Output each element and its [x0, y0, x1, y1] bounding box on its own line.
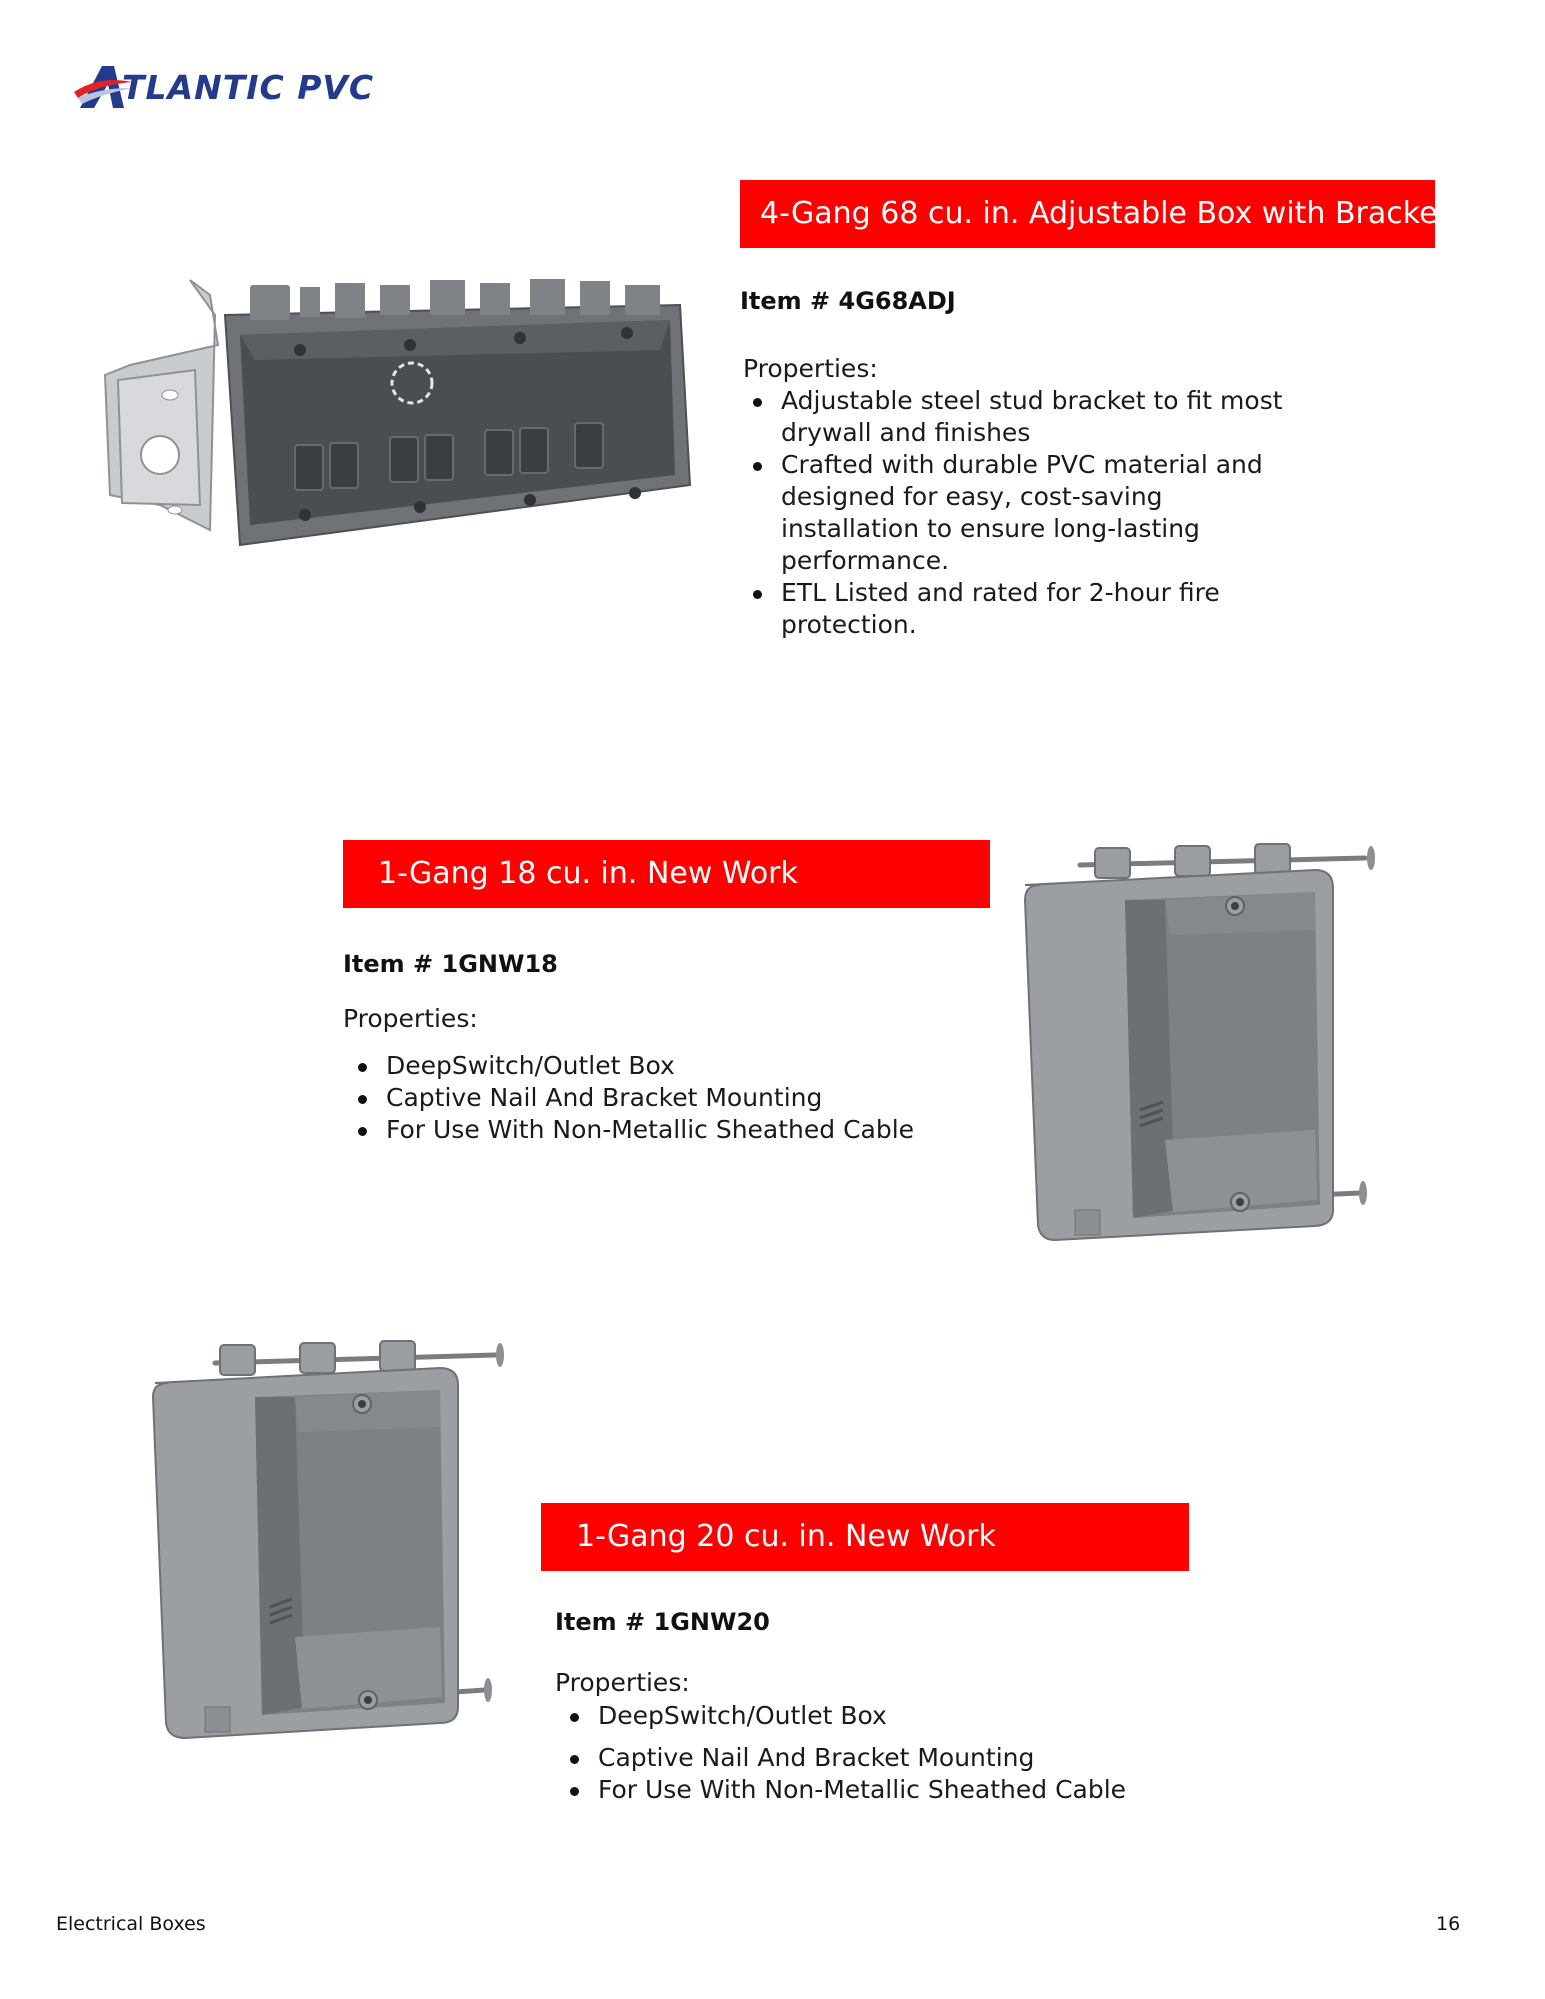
properties-label: Properties: [343, 1004, 478, 1033]
property-item: Adjustable steel stud bracket to fit mos… [743, 385, 1283, 449]
property-item: For Use With Non-Metallic Sheathed Cable [348, 1114, 948, 1146]
property-item: Captive Nail And Bracket Mounting [348, 1082, 948, 1114]
property-item: Captive Nail And Bracket Mounting [560, 1742, 1160, 1774]
item-number: Item # 1GNW20 [555, 1608, 770, 1636]
product-title: 4-Gang 68 cu. in. Adjustable Box with Br… [760, 196, 1450, 231]
product-title: 1-Gang 18 cu. in. New Work [378, 856, 798, 891]
item-number: Item # 4G68ADJ [740, 287, 956, 315]
brand-logo: TLANTIC PVC [74, 62, 394, 112]
product-title-bar: 4-Gang 68 cu. in. Adjustable Box with Br… [740, 180, 1449, 248]
item-number: Item # 1GNW18 [343, 950, 558, 978]
brand-name: TLANTIC PVC [122, 68, 375, 107]
property-item: DeepSwitch/Outlet Box [560, 1700, 1160, 1732]
footer-section-title: Electrical Boxes [56, 1913, 206, 1935]
property-item: DeepSwitch/Outlet Box [348, 1050, 948, 1082]
page-number: 16 [1436, 1913, 1461, 1935]
properties-label: Properties: [555, 1668, 690, 1697]
product-title-bar: 1-Gang 18 cu. in. New Work [343, 840, 990, 908]
logo-a-icon [74, 66, 132, 108]
product-image-4gang-box [100, 275, 695, 560]
properties-list: Adjustable steel stud bracket to fit mos… [743, 385, 1283, 641]
properties-list: DeepSwitch/Outlet Box Captive Nail And B… [560, 1700, 1160, 1806]
product-title-bar: 1-Gang 20 cu. in. New Work [541, 1503, 1189, 1571]
property-item: ETL Listed and rated for 2-hour fire pro… [743, 577, 1283, 641]
product-image-1gang-20-box [140, 1335, 510, 1745]
properties-list: DeepSwitch/Outlet Box Captive Nail And B… [348, 1050, 948, 1146]
product-title: 1-Gang 20 cu. in. New Work [576, 1519, 996, 1554]
properties-label: Properties: [743, 354, 878, 383]
property-item: For Use With Non-Metallic Sheathed Cable [560, 1774, 1160, 1806]
product-image-1gang-18-box [1015, 840, 1380, 1245]
property-item: Crafted with durable PVC material and de… [743, 449, 1283, 577]
